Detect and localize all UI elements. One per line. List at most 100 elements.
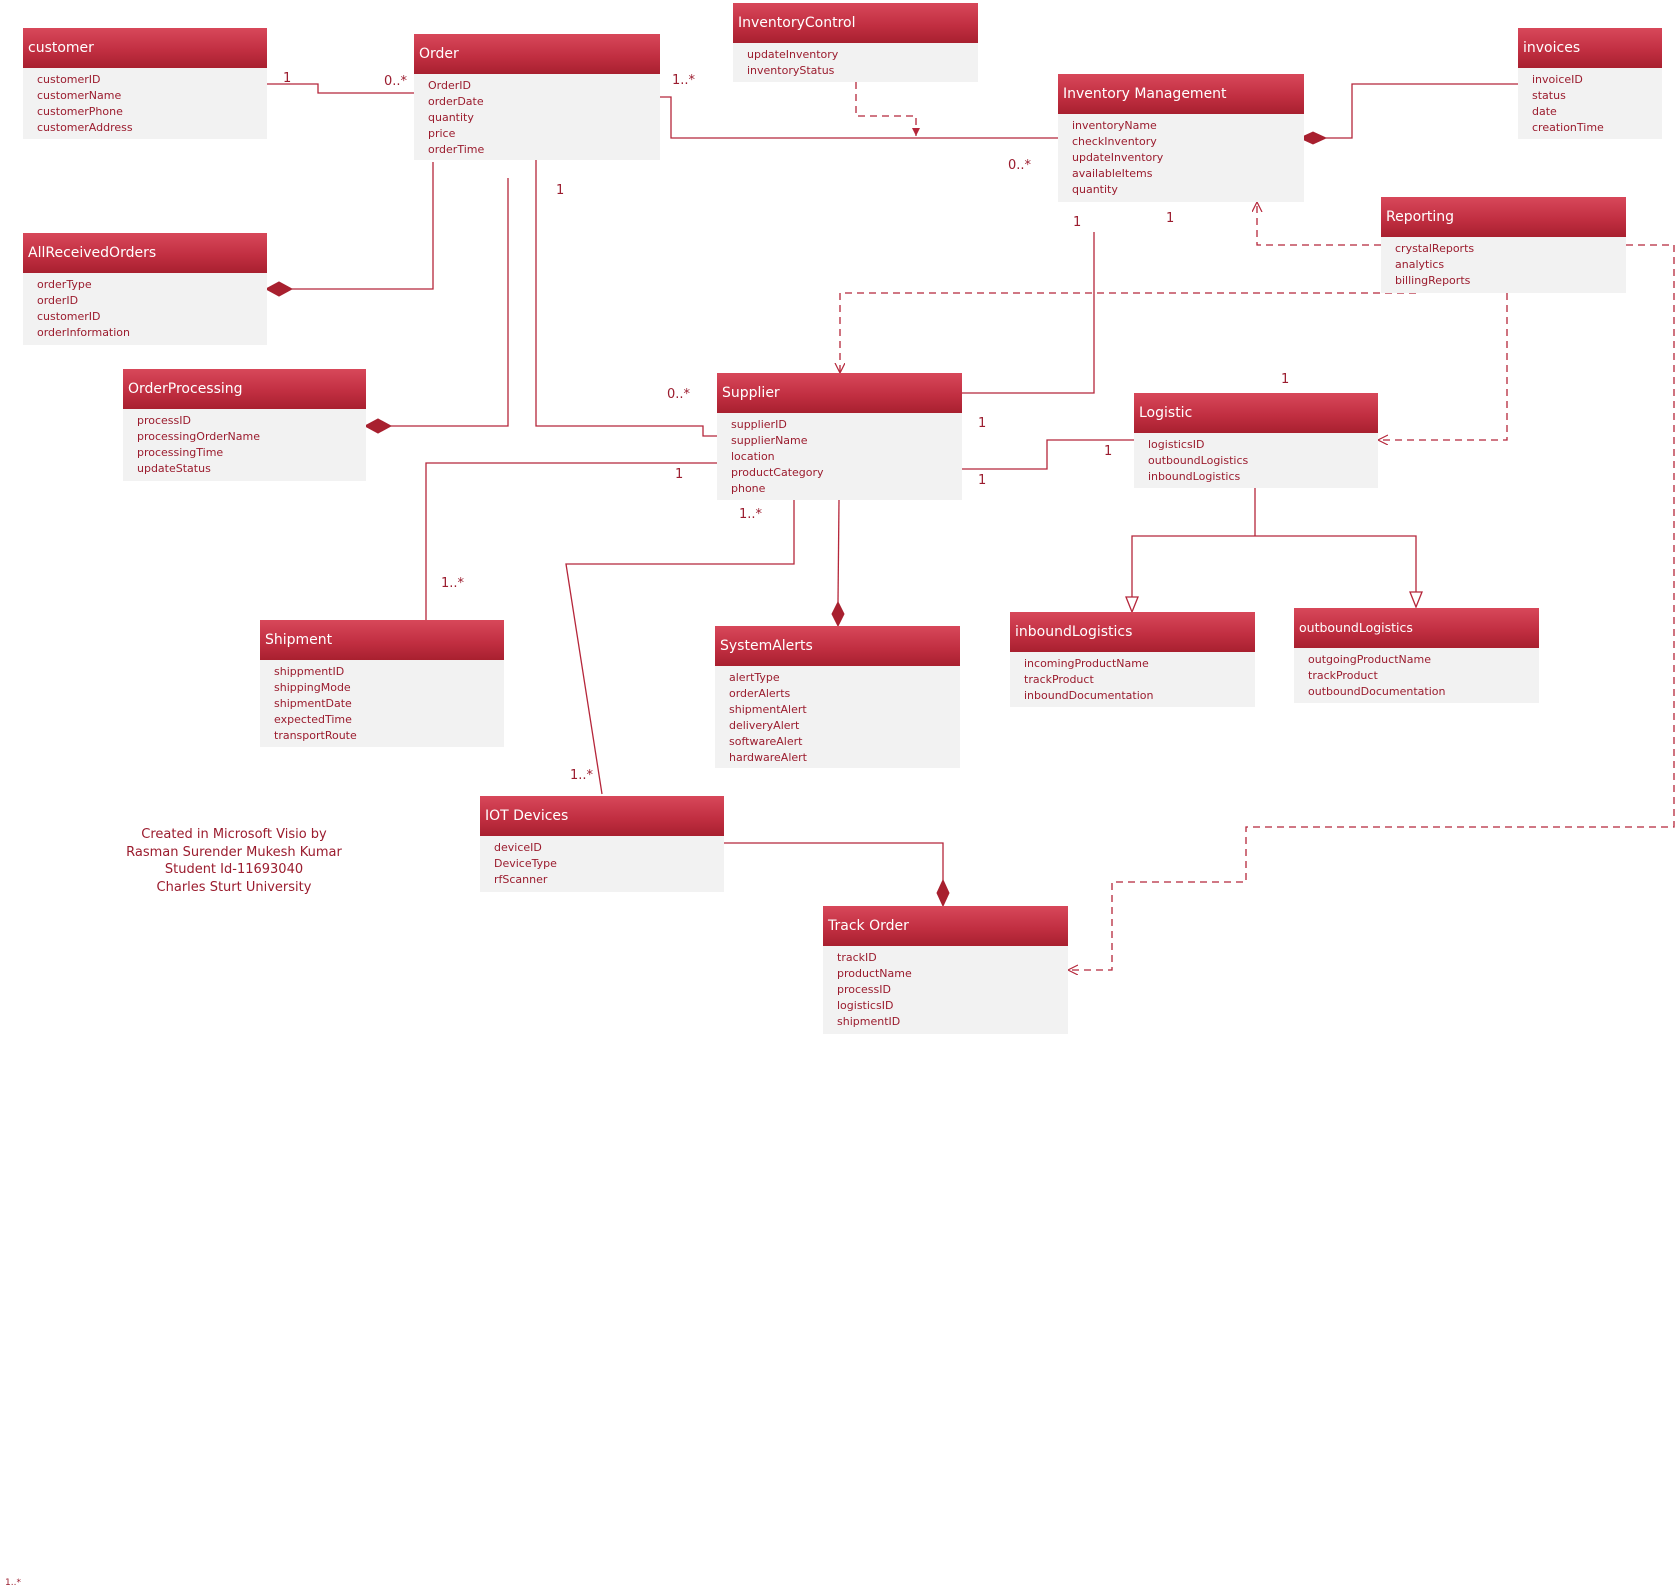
class-title: Supplier <box>717 373 962 413</box>
stray-multiplicity-label: 1..* <box>5 1578 21 1588</box>
class-order[interactable]: Order OrderID orderDate quantity price o… <box>414 34 660 160</box>
attribute: hardwareAlert <box>729 751 807 764</box>
multiplicity-label: 1 <box>675 467 684 482</box>
multiplicity-label: 1 <box>1281 372 1290 387</box>
class-track-order[interactable]: Track Order trackID productName processI… <box>823 906 1068 1034</box>
multiplicity-label: 1..* <box>672 73 696 88</box>
diamond-alerts <box>831 600 845 628</box>
attribute: supplierName <box>731 434 808 447</box>
class-title: Inventory Management <box>1058 74 1304 114</box>
attribute: processingOrderName <box>137 430 260 443</box>
attribute: updateInventory <box>747 48 839 61</box>
attribute: price <box>428 127 456 140</box>
multiplicity-label: 1..* <box>570 768 594 783</box>
gen-arrow-inbound <box>1125 596 1139 614</box>
attribute: shipmentID <box>837 1015 901 1028</box>
attribute: customerAddress <box>37 121 133 134</box>
multiplicity-label: 1 <box>1073 215 1082 230</box>
credit-line: Created in Microsoft Visio by <box>141 827 327 842</box>
diamond-processing <box>363 418 393 434</box>
assoc-supplier-shipment <box>425 462 717 620</box>
class-shipment[interactable]: Shipment shippmentID shippingMode shipme… <box>260 620 504 747</box>
attribute: orderID <box>37 294 79 307</box>
class-all-received-orders[interactable]: AllReceivedOrders orderType orderID cust… <box>23 233 267 345</box>
diamond-track <box>936 878 950 908</box>
attribute: inventoryStatus <box>747 64 835 77</box>
attribute: creationTime <box>1532 121 1604 134</box>
attribute: OrderID <box>428 79 471 92</box>
class-invoices[interactable]: invoices invoiceID status date creationT… <box>1518 28 1662 139</box>
attribute: outboundDocumentation <box>1308 685 1446 698</box>
class-customer[interactable]: customer customerID customerName custome… <box>23 28 267 139</box>
attribute: orderTime <box>428 143 485 156</box>
class-title: Track Order <box>823 906 1068 946</box>
attribute: quantity <box>1072 183 1118 196</box>
attribute: DeviceType <box>494 857 557 870</box>
multiplicity-label: 1 <box>283 71 292 86</box>
attribute: inventoryName <box>1072 119 1157 132</box>
comp-supplier-alerts <box>837 499 840 603</box>
class-outbound-logistics[interactable]: outboundLogistics outgoingProductName tr… <box>1294 608 1539 703</box>
multiplicity-label: 1..* <box>739 507 763 522</box>
class-inventory-control[interactable]: InventoryControl updateInventory invento… <box>733 3 978 82</box>
class-supplier[interactable]: Supplier supplierID supplierName locatio… <box>717 373 962 500</box>
comp-invoices-inventory <box>1326 83 1518 139</box>
diamond-inventory <box>1298 131 1328 145</box>
attribute: rfScanner <box>494 873 548 886</box>
credit-line: Rasman Surender Mukesh Kumar <box>126 844 342 860</box>
class-title: customer <box>23 28 267 68</box>
multiplicity-label: 1 <box>1104 444 1113 459</box>
class-title: InventoryControl <box>733 3 978 43</box>
assoc-customer-order <box>266 83 414 94</box>
multiplicity-label: 0..* <box>384 74 408 89</box>
class-inbound-logistics[interactable]: inboundLogistics incomingProductName tra… <box>1010 612 1255 707</box>
credit-line: Student Id-11693040 <box>164 862 304 877</box>
attribute: shipmentDate <box>274 697 352 710</box>
attribute: date <box>1532 105 1557 118</box>
class-title: SystemAlerts <box>715 626 960 666</box>
attribute: location <box>731 450 775 463</box>
attribute: customerName <box>37 89 122 102</box>
multiplicity-label: 1..* <box>441 576 465 591</box>
attribute: processID <box>137 414 191 427</box>
attribute: alertType <box>729 671 780 684</box>
attribute: productCategory <box>731 466 824 479</box>
class-order-processing[interactable]: OrderProcessing processID processingOrde… <box>123 369 366 481</box>
attribute: customerPhone <box>37 105 123 118</box>
credit-line: Charles Sturt University <box>156 879 312 895</box>
assoc-order-supplier <box>535 160 717 437</box>
class-title: invoices <box>1518 28 1662 68</box>
attribute: processID <box>837 983 891 996</box>
attribute: inboundLogistics <box>1148 470 1241 483</box>
attribute: orderAlerts <box>729 687 791 700</box>
dep-reporting-inventory <box>1257 202 1381 246</box>
dep-control-inventory <box>855 82 920 136</box>
attribute: logisticsID <box>837 999 894 1012</box>
class-iot-devices[interactable]: IOT Devices deviceID DeviceType rfScanne… <box>480 796 724 892</box>
attribute: outboundLogistics <box>1148 454 1249 467</box>
class-title: IOT Devices <box>480 796 724 836</box>
gen-inbound <box>1131 535 1255 609</box>
attribute: invoiceID <box>1532 73 1583 86</box>
multiplicity-label: 1 <box>978 473 987 488</box>
class-title: Order <box>414 34 660 74</box>
class-reporting[interactable]: Reporting crystalReports analytics billi… <box>1381 197 1626 293</box>
comp-order-allreceived <box>292 162 434 290</box>
class-title: Logistic <box>1134 393 1378 433</box>
attribute: outgoingProductName <box>1308 653 1431 666</box>
attribute: shippingMode <box>274 681 351 694</box>
attribute: phone <box>731 482 766 495</box>
attribute: shipmentAlert <box>729 703 807 716</box>
dep-reporting-logistic <box>1378 293 1508 440</box>
class-system-alerts[interactable]: SystemAlerts alertType orderAlerts shipm… <box>715 626 960 768</box>
attribute: orderDate <box>428 95 484 108</box>
class-inventory-management[interactable]: Inventory Management inventoryName check… <box>1058 74 1304 202</box>
multiplicity-label: 0..* <box>667 387 691 402</box>
attribute: softwareAlert <box>729 735 803 748</box>
attribute: billingReports <box>1395 274 1471 287</box>
class-title: outboundLogistics <box>1294 608 1539 648</box>
comp-order-processing <box>391 178 509 427</box>
class-logistic[interactable]: Logistic logisticsID outboundLogistics i… <box>1134 393 1378 488</box>
